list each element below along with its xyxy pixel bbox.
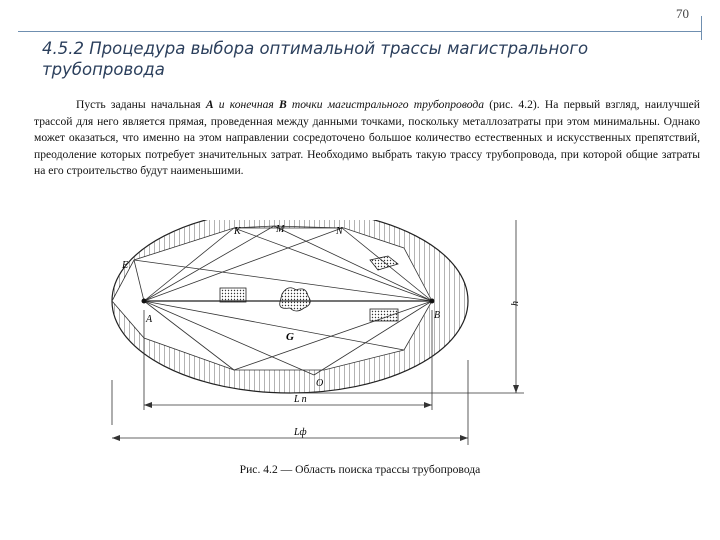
candidate-routes [133, 225, 433, 376]
label-h: h [510, 301, 521, 306]
label-k: K [233, 226, 242, 237]
point-a-marker [141, 298, 147, 304]
section-title: 4.5.2 Процедура выбора оптимальной трасс… [42, 39, 589, 79]
label-a: A [145, 314, 153, 325]
label-e: E [121, 260, 128, 271]
label-b: B [434, 310, 440, 321]
paragraph-part-3: точки магистрального трубопровода [286, 98, 485, 111]
figure-caption: Рис. 4.2 — Область поиска трассы трубопр… [239, 463, 481, 476]
obstacle-center [279, 287, 311, 312]
header-rule-tick [701, 16, 702, 40]
label-n: N [335, 226, 344, 237]
point-b-marker [429, 298, 435, 304]
route-search-figure: K M N E A B G O h L n Lф [104, 208, 544, 465]
route-search-diagram: K M N E A B G O h L n Lф [111, 208, 524, 445]
obstacle-left [219, 287, 247, 303]
obstacle-top-right [369, 255, 399, 271]
paragraph-part-1: Пусть заданы начальная [76, 98, 206, 111]
search-region-polygon [112, 228, 432, 370]
label-g: G [286, 331, 294, 343]
body-paragraph: Пусть заданы начальная А и конечная В то… [34, 97, 700, 180]
obstacle-right [369, 308, 399, 322]
point-a-ref: А [205, 98, 214, 111]
paragraph-part-4: (рис. 4.2). На первый взгляд, наилучшей … [34, 98, 700, 177]
label-l-f: Lф [293, 427, 307, 438]
page-number: 70 [676, 6, 689, 21]
label-o: O [316, 378, 323, 389]
point-b-ref: В [278, 98, 287, 111]
label-l-min: L n [293, 394, 307, 405]
paragraph-part-2: и конечная [213, 98, 279, 111]
label-m: M [275, 224, 285, 235]
header-rule [18, 31, 702, 32]
